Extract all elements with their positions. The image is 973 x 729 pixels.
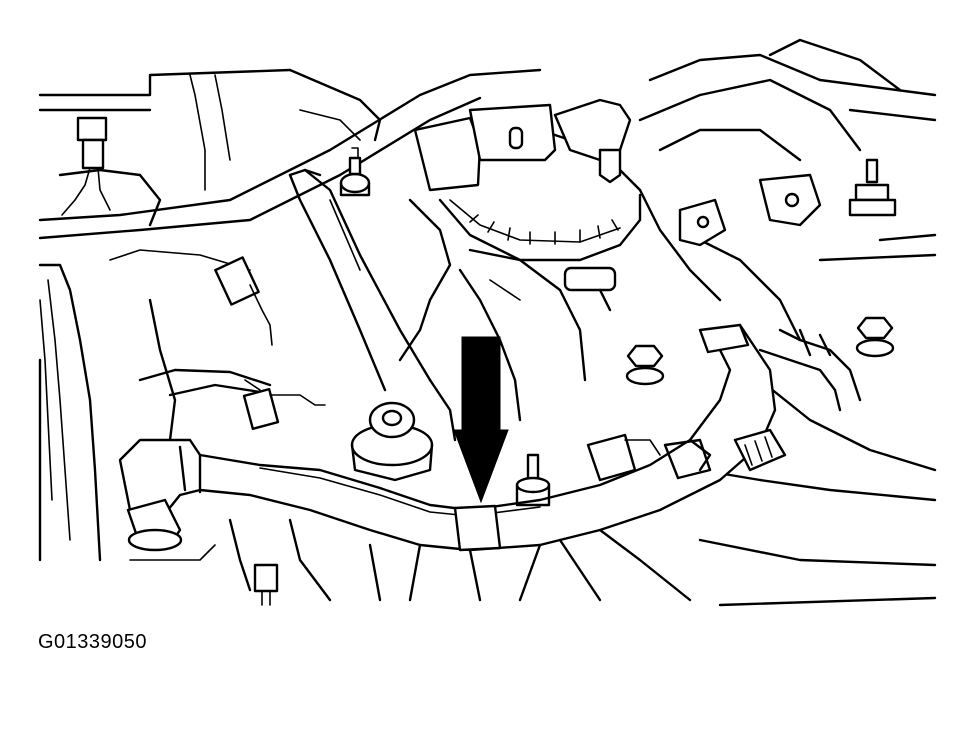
hose-connector-right [586, 428, 787, 482]
lower-wiring [228, 518, 692, 606]
intake-elbow-right [638, 38, 902, 342]
fuel-rail [288, 168, 457, 442]
nut-right [855, 316, 895, 358]
right-upper-panel [818, 78, 937, 262]
pcv-valve-grommet [126, 498, 216, 561]
throttle-position-sensor [413, 98, 642, 312]
nut-center [625, 344, 665, 386]
radiator-left [38, 249, 272, 562]
stud-bolt-upper-right [848, 158, 897, 217]
stud-bolt-upper-left [339, 147, 371, 197]
right-hose [698, 328, 937, 607]
center-bolt-boss [350, 401, 434, 482]
indicator-arrow [453, 336, 509, 504]
figure-code: G01339050 [38, 631, 148, 653]
top-left-connector [58, 116, 162, 227]
pcv-hose [118, 323, 777, 552]
upper-left-body-panel [38, 68, 542, 240]
stud-bolt-center [515, 453, 551, 507]
sensor-connector-left [214, 256, 326, 430]
